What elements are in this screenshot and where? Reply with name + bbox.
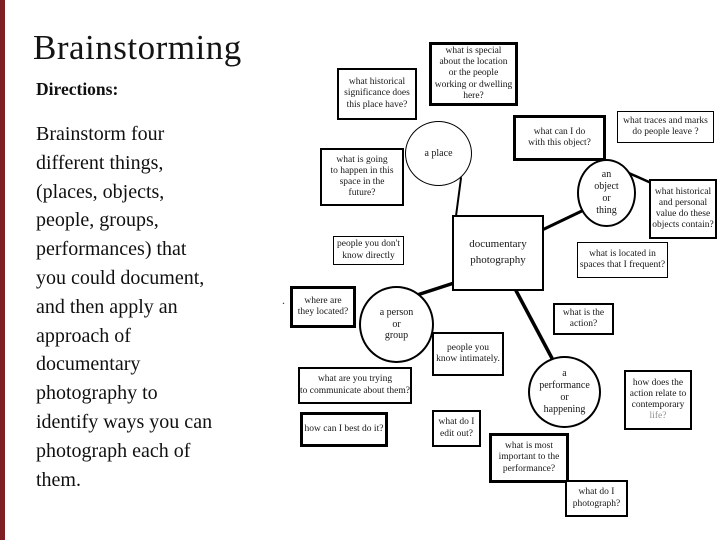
circle-node-a-person-or-group: a person or group — [359, 286, 434, 363]
circle-label: a person or group — [379, 306, 414, 342]
box-node-action: what is the action? — [553, 303, 614, 335]
box-node-people-intimately: people you know intimately. — [432, 332, 504, 376]
box-label: what is going to happen in this space in… — [330, 154, 394, 199]
center-node-label: documentary photography — [469, 238, 527, 266]
box-node-object-can-do: what can I do with this object? — [513, 115, 606, 161]
box-node-where-located: where are they located? — [290, 286, 356, 328]
box-label: how does the action relate to contempora… — [629, 377, 687, 410]
box-label: what can I do with this object? — [528, 126, 591, 148]
box-label: people you don't know directly — [337, 239, 400, 261]
circle-label: an object or thing — [594, 169, 619, 216]
directions-body: Brainstorm four different things, (place… — [36, 123, 213, 491]
box-label: how can I best do it? — [304, 423, 384, 434]
box-node-important: what is most important to the performanc… — [489, 433, 569, 483]
box-node-action-relate: how does the action relate to contempora… — [624, 370, 692, 430]
box-node-objects-value: what historical and personal value do th… — [649, 179, 717, 239]
box-label: what is most important to the performanc… — [498, 441, 560, 474]
box-label: what do I photograph? — [572, 487, 621, 509]
circle-node-an-object-or-thing: an object or thing — [577, 159, 636, 227]
box-node-space-future: what is going to happen in this space in… — [320, 148, 404, 206]
box-label: what is located in spaces that I frequen… — [579, 248, 666, 270]
box-node-how-best: how can I best do it? — [300, 412, 388, 447]
box-node-spaces-frequent: what is located in spaces that I frequen… — [577, 242, 668, 278]
box-label-faded: life? — [649, 411, 667, 422]
box-label: what is special about the location or th… — [434, 45, 513, 101]
box-label: what is the action? — [562, 307, 605, 329]
box-label: where are they located? — [297, 295, 349, 317]
box-node-traces-marks: what traces and marks do people leave ? — [617, 111, 714, 143]
box-node-communicate: what are you trying to communicate about… — [298, 367, 412, 404]
box-node-edit-out: what do I edit out? — [432, 410, 481, 447]
box-node-location-special: what is special about the location or th… — [429, 42, 518, 106]
box-label: what are you trying to communicate about… — [300, 374, 411, 396]
left-accent-bar — [0, 0, 5, 540]
box-label: what historical and personal value do th… — [652, 186, 714, 231]
box-label: people you know intimately. — [436, 342, 500, 364]
box-node-photograph: what do I photograph? — [565, 480, 628, 517]
box-label: what traces and marks do people leave ? — [623, 115, 708, 137]
circle-label: a performance or happening — [539, 368, 590, 415]
box-label: what historical significance does this p… — [344, 77, 410, 110]
box-node-people-dont-know: people you don't know directly — [333, 236, 404, 265]
directions-label: Directions: — [36, 79, 119, 99]
box-node-place-history: what historical significance does this p… — [337, 68, 417, 120]
circle-label: a place — [424, 147, 453, 159]
center-node-documentary-photography: documentary photography — [452, 215, 544, 291]
circle-node-a-performance-or-happening: a performance or happening — [528, 356, 601, 428]
circle-node-a-place: a place — [405, 121, 472, 186]
box-label: what do I edit out? — [438, 417, 475, 439]
stray-period: . — [282, 293, 285, 307]
slide-title: Brainstorming — [33, 28, 242, 67]
